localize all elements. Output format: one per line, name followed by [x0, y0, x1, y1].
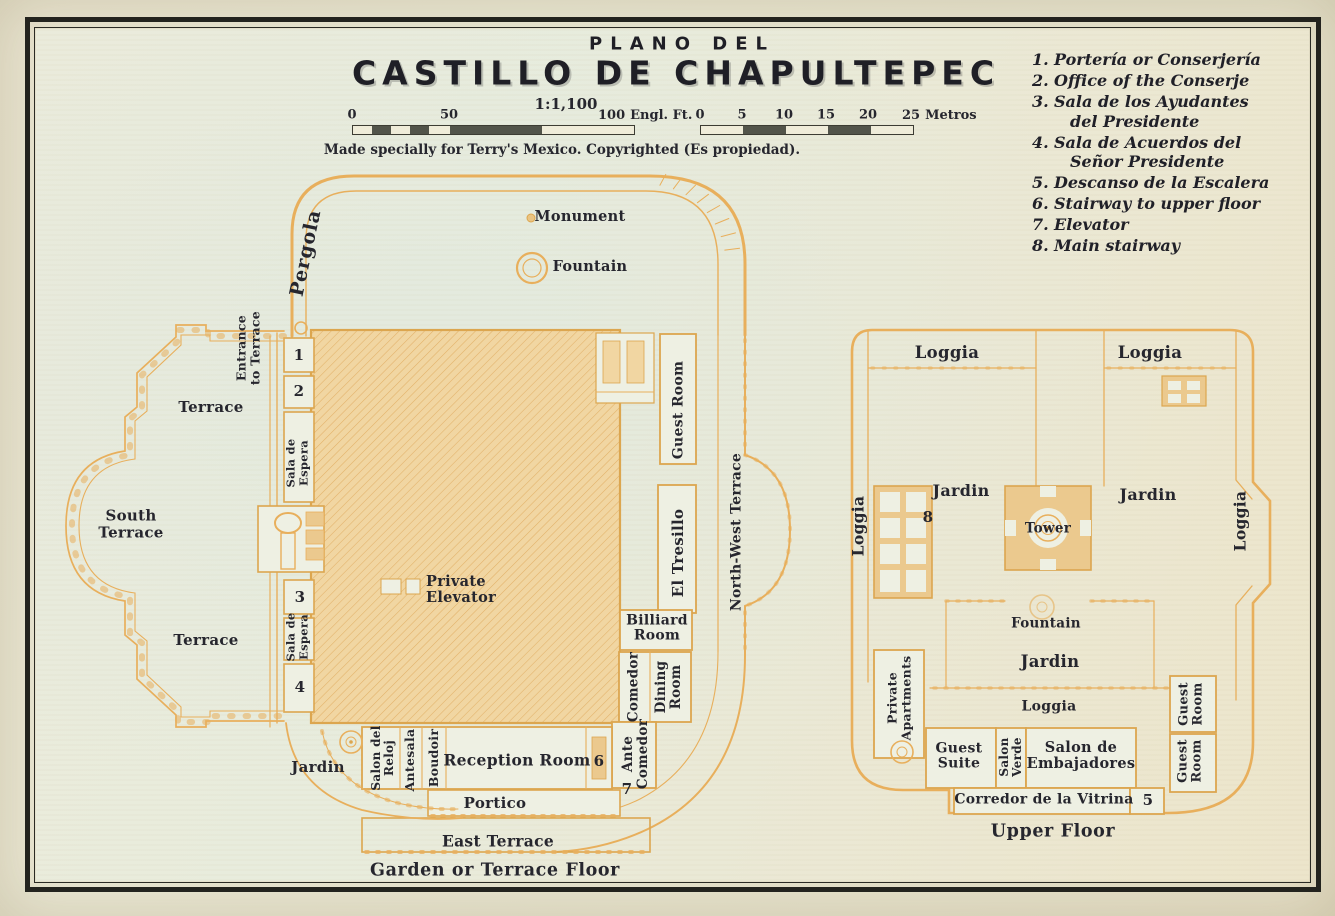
fountain-label: Fountain: [552, 258, 628, 276]
room-8-number: 8: [922, 507, 934, 526]
upper-floor-caption: Upper Floor: [990, 821, 1116, 842]
private-elevator-label: Private Elevator: [425, 573, 497, 606]
room-7-number: 7: [621, 779, 633, 798]
terrace-lower-label: Terrace: [173, 630, 239, 649]
legend-item-5: 5.Descanso de la Escalera: [1032, 173, 1270, 193]
legend-item-1: 1.Portería or Conserjería: [1032, 50, 1261, 69]
private-apartments-label: Private Apartments: [884, 655, 913, 741]
east-terrace-label: East Terrace: [441, 831, 555, 851]
feet-scale-bar: [352, 125, 635, 135]
metros-unit: Metros: [925, 108, 977, 123]
loggia-south-label: Loggia: [1021, 698, 1077, 715]
metros-tick-25: 25: [902, 108, 921, 123]
upper-spiral-stair-icon: [890, 740, 914, 764]
legend: 1.Portería or Conserjería 2.Office of th…: [1032, 50, 1312, 257]
room-1-number: 1: [293, 345, 305, 364]
ante-comedor-label: Ante Comedor: [620, 718, 651, 790]
ground-floor-linework: [65, 173, 793, 854]
room-6-number: 6: [593, 751, 605, 770]
comedor-label: Comedor: [625, 651, 642, 723]
antesala-label: Antesala: [402, 728, 418, 792]
jardin-east-label: Jardin: [1119, 485, 1177, 505]
feet-unit: Engl. Ft.: [630, 108, 693, 123]
metros-tick-15: 15: [816, 107, 836, 123]
ground-floor-caption: Garden or Terrace Floor: [370, 860, 620, 881]
spiral-stair-icon: [339, 730, 363, 754]
map-title: CASTILLO DE CHAPULTEPEC: [351, 53, 1001, 93]
feet-tick-50: 50: [439, 107, 459, 123]
legend-item-8: 8.Main stairway: [1032, 236, 1181, 256]
legend-item-2: 2.Office of the Conserje: [1032, 71, 1250, 91]
tower-label: Tower: [1024, 520, 1072, 537]
room-5-number: 5: [1142, 790, 1154, 809]
monument-icon: [526, 213, 536, 223]
el-tresillo-label: El Tresillo: [668, 508, 687, 598]
guest-room-south-label: Guest Room: [1175, 739, 1205, 783]
monument-label: Monument: [534, 208, 626, 226]
metros-scale-bar: [700, 125, 914, 135]
loggia-top-right-label: Loggia: [1117, 342, 1183, 362]
salon-del-reloj-label: Salon del Reloj: [368, 725, 396, 791]
billiard-room-label: Billiard Room: [626, 612, 688, 644]
guest-suite-label: Guest Suite: [935, 740, 983, 772]
room-4-number: 4: [294, 677, 306, 696]
guest-room-gf-label: Guest Room: [670, 360, 687, 460]
metros-tick-10: 10: [774, 107, 794, 123]
loggia-east-label: Loggia: [1230, 490, 1250, 552]
legend-item-7: 7.Elevator: [1032, 215, 1129, 235]
feet-unit-row: 100 Engl. Ft.: [598, 108, 692, 123]
upper-floor-linework: [850, 328, 1272, 815]
terrace-upper-label: Terrace: [178, 397, 244, 416]
feet-tick-100: 100: [598, 108, 626, 123]
sala-de-espera-upper-label: Sala de Espera: [283, 438, 310, 488]
entrance-to-terrace-label: Entrance to Terrace: [233, 310, 262, 386]
legend-item-3: 3.Sala de los Ayudantes del Presidente: [1032, 92, 1249, 131]
map-border-outer: [25, 17, 1321, 892]
upper-fountain-icon: [1029, 594, 1055, 620]
fountain-uf-label: Fountain: [1011, 615, 1081, 632]
map-title-kicker: PLANO DEL: [589, 33, 775, 55]
metros-unit-row: 25 Metros: [902, 108, 977, 123]
guest-room-north-label: Guest Room: [1176, 682, 1206, 726]
dining-room-label: Dining Room: [653, 660, 684, 714]
sala-de-espera-lower-label: Sala de Espera: [283, 612, 310, 662]
metros-tick-5: 5: [737, 107, 747, 123]
portico-label: Portico: [463, 793, 527, 812]
jardin-gf-label: Jardin: [291, 757, 345, 776]
corredor-de-la-vitrina-label: Corredor de la Vitrina: [954, 791, 1134, 808]
legend-item-4: 4.Sala de Acuerdos del Señor Presidente: [1032, 132, 1242, 172]
north-west-terrace-label: North-West Terrace: [728, 452, 745, 612]
jardin-south-label: Jardin: [1020, 651, 1080, 671]
room-2-number: 2: [293, 381, 305, 400]
legend-item-6: 6.Stairway to upper floor: [1032, 194, 1261, 214]
boudoir-label: Boudoir: [426, 728, 442, 788]
jardin-west-label: Jardin: [932, 481, 990, 501]
room-3-number: 3: [294, 587, 306, 606]
salon-verde-label: Salon Verde: [996, 737, 1024, 777]
map-border-inner: [34, 27, 1311, 883]
salon-de-embajadores-label: Salon de Embajadores: [1026, 739, 1136, 772]
feet-tick-0: 0: [347, 107, 357, 123]
credit-line: Made specially for Terry's Mexico. Copyr…: [323, 142, 801, 158]
reception-room-label: Reception Room: [443, 750, 591, 770]
metros-tick-0: 0: [695, 107, 705, 123]
loggia-top-left-label: Loggia: [914, 342, 980, 362]
scale-ratio: 1:1,100: [534, 95, 598, 113]
loggia-west-label: Loggia: [848, 495, 868, 557]
metros-tick-20: 20: [858, 107, 878, 123]
south-terrace-label: South Terrace: [98, 506, 164, 541]
fountain-icon: [515, 251, 549, 285]
